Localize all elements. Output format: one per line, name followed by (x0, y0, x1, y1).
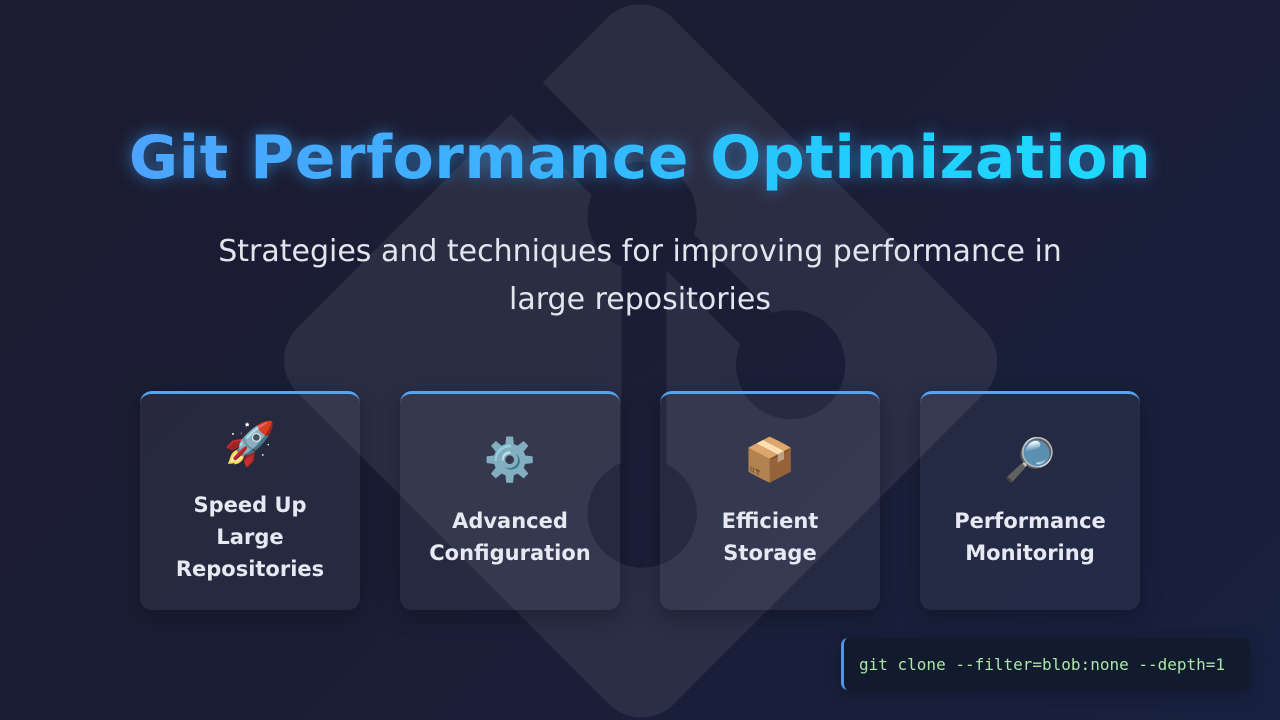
card-efficient-storage[interactable]: 📦 Efficient Storage (660, 391, 880, 610)
gear-icon: ⚙️ (483, 435, 537, 484)
slide-title-text: Git Performance Optimization (128, 123, 1152, 193)
card-label: Advanced Configuration (429, 509, 591, 565)
rocket-icon: 🚀 (223, 419, 277, 468)
slide-subtitle: Strategies and techniques for improving … (218, 234, 1062, 317)
git-logo-icon (284, 2, 998, 719)
card-performance-monitoring[interactable]: 🔎 Performance Monitoring (920, 391, 1140, 610)
package-icon: 📦 (743, 435, 797, 484)
magnifier-icon: 🔎 (1003, 435, 1057, 484)
card-label: Speed Up Large Repositories (175, 493, 325, 581)
card-label: Performance Monitoring (954, 509, 1106, 565)
slide-title: Git Performance Optimization (0, 118, 1280, 198)
code-snippet: git clone --filter=blob:none --depth=1 (841, 638, 1250, 690)
card-speed-up-large-repositories[interactable]: 🚀 Speed Up Large Repositories (140, 391, 360, 610)
code-command: git clone --filter=blob:none --depth=1 (859, 654, 1226, 674)
card-label: Efficient Storage (721, 509, 819, 565)
card-advanced-configuration[interactable]: ⚙️ Advanced Configuration (400, 391, 620, 610)
feature-cards: 🚀 Speed Up Large Repositories ⚙️ Advance… (140, 391, 1140, 610)
